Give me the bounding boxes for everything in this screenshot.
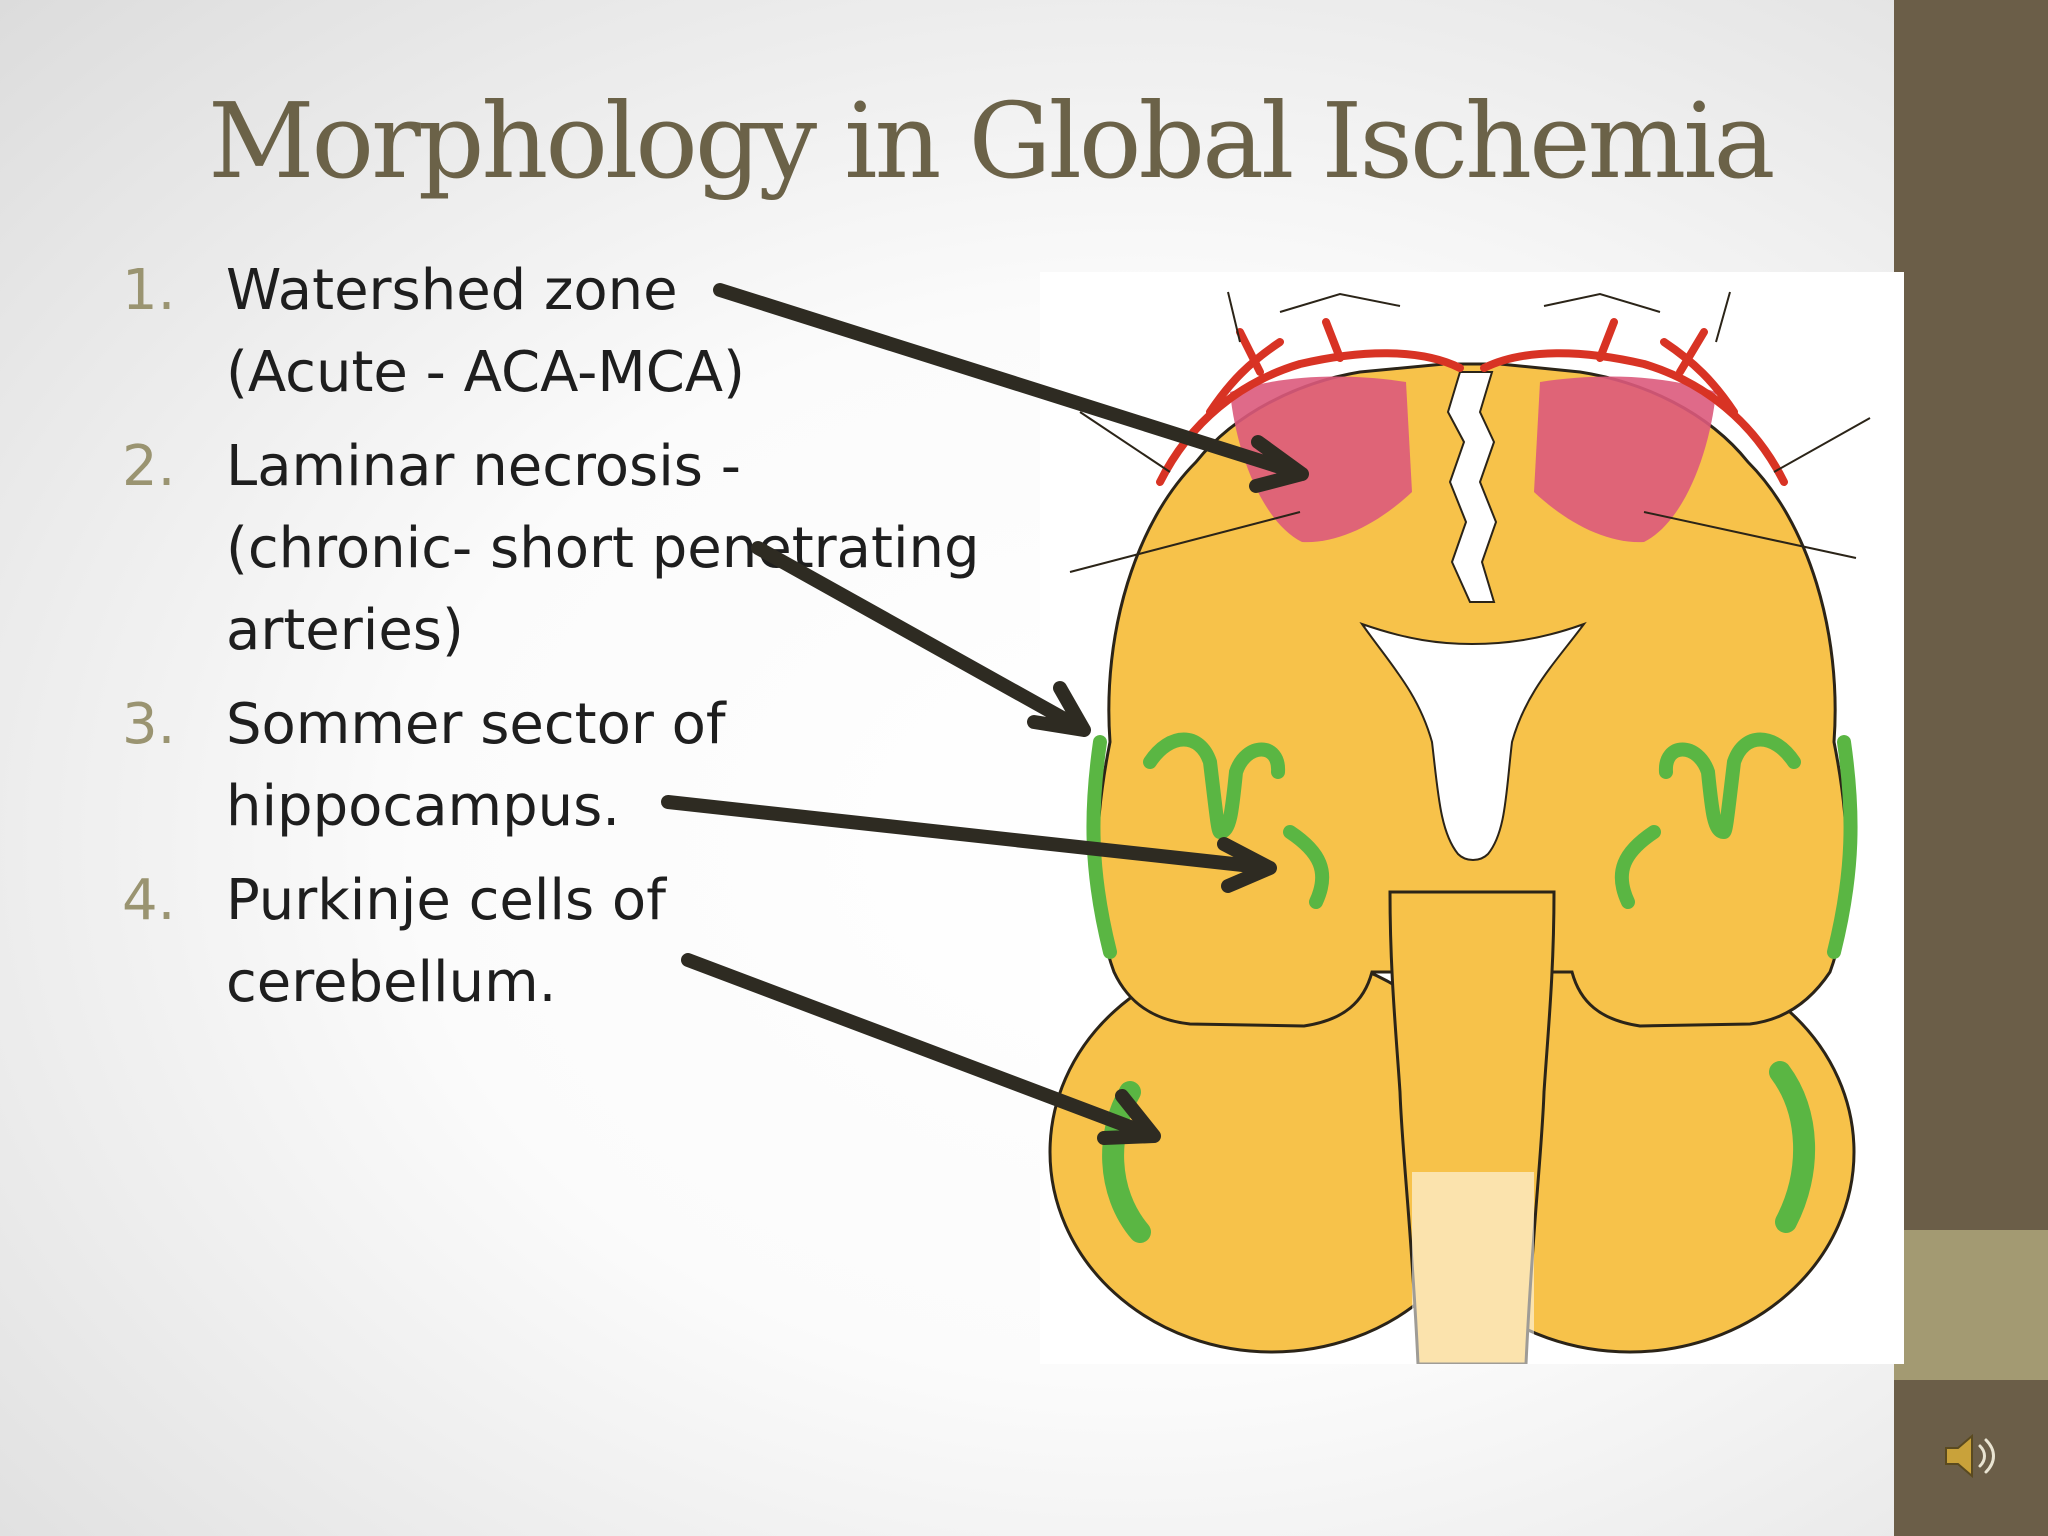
watershed-zone-left — [1230, 376, 1412, 543]
arrow-hippocampus — [661, 795, 1277, 893]
slide-title: Morphology in Global Ischemia — [208, 80, 1776, 202]
list-number: 1. — [122, 258, 176, 323]
list-text-line: (chronic- short penetrating — [226, 516, 980, 581]
list-text-line: arteries) — [226, 598, 464, 663]
list-text-line: Sommer sector of — [226, 692, 726, 757]
arrow-purkinje — [681, 953, 1161, 1145]
brainstem-fade — [1412, 1172, 1534, 1364]
list-text-line: Laminar necrosis - — [226, 434, 741, 499]
list-text-line: Watershed zone — [226, 258, 678, 323]
brain-diagram — [1040, 272, 1904, 1364]
list-item: 4. Purkinje cells of cerebellum. — [120, 860, 1020, 1024]
list-text-line: (Acute - ACA-MCA) — [226, 340, 745, 405]
longitudinal-fissure — [1446, 371, 1498, 603]
arrow-laminar — [751, 541, 1091, 737]
sidebar-band-top — [1894, 0, 2048, 1230]
speaker-icon[interactable] — [1940, 1428, 2002, 1484]
list-text-line: cerebellum. — [226, 950, 557, 1015]
list-number: 2. — [122, 434, 176, 499]
findings-list: 1. Watershed zone (Acute - ACA-MCA) 2. L… — [120, 250, 1020, 1036]
pointer-arrows — [661, 283, 1309, 1145]
list-item: 3. Sommer sector of hippocampus. — [120, 684, 1020, 848]
watershed-zone-right — [1534, 376, 1716, 543]
list-text-line: hippocampus. — [226, 774, 621, 839]
list-text-line: Purkinje cells of — [226, 868, 666, 933]
sidebar-band-middle — [1894, 1230, 2048, 1380]
ventricle — [1359, 621, 1587, 861]
arrow-watershed — [713, 283, 1309, 493]
vessel-arrows — [1069, 291, 1871, 573]
list-number: 4. — [122, 868, 176, 933]
list-number: 3. — [122, 692, 176, 757]
list-item: 2. Laminar necrosis - (chronic- short pe… — [120, 426, 1020, 672]
list-item: 1. Watershed zone (Acute - ACA-MCA) — [120, 250, 1020, 414]
